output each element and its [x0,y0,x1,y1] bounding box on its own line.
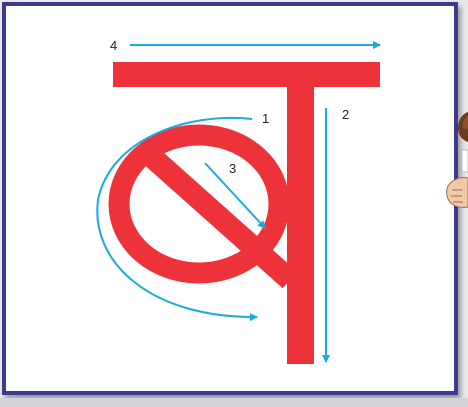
letter-va [113,62,380,364]
stroke-number-3: 3 [229,161,236,176]
stroke-arrows [97,45,380,362]
cartoon-child-peeking-icon [447,112,468,207]
stroke-number-4: 4 [110,38,117,53]
stroke-number-2: 2 [342,107,349,122]
letter-headline-bar [113,62,380,87]
letter-vertical-stem [287,87,314,364]
stroke-number-1: 1 [262,111,269,126]
